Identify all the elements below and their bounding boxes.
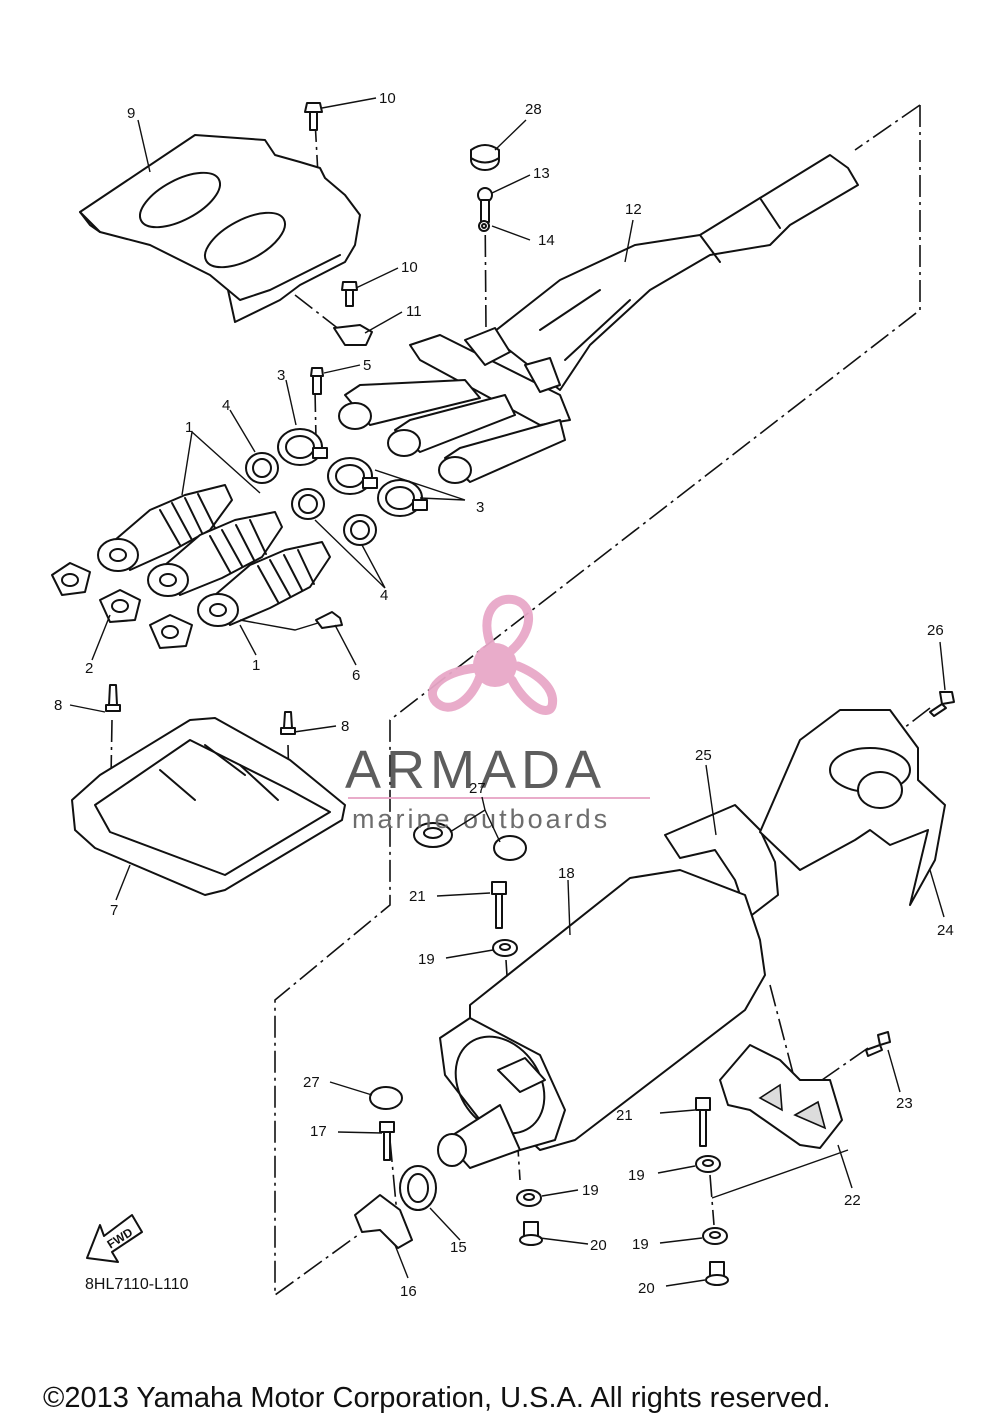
muffler-part-18 (437, 869, 766, 1169)
callout-14: 14 (538, 232, 555, 249)
callout-10: 10 (401, 259, 418, 276)
fwd-arrow-icon: FWD (86, 1214, 143, 1263)
callout-27: 27 (469, 780, 486, 797)
callout-4: 4 (380, 587, 388, 604)
callout-21: 21 (409, 888, 426, 905)
callout-1: 1 (252, 657, 260, 674)
propeller-logo-icon (428, 594, 558, 715)
bolts (304, 102, 955, 1057)
callout-8: 8 (341, 718, 349, 735)
callout-27: 27 (303, 1074, 320, 1091)
callout-9: 9 (127, 105, 135, 122)
callout-3: 3 (476, 499, 484, 516)
bracket-part-22 (719, 1044, 843, 1149)
callout-21: 21 (616, 1107, 633, 1124)
callout-3: 3 (277, 367, 285, 384)
bracket-part-11 (333, 324, 373, 346)
drawing-code: 8HL7110-L110 (85, 1276, 189, 1293)
rings-part-4 (245, 452, 377, 546)
callout-18: 18 (558, 865, 575, 882)
leader-lines (69, 97, 946, 1287)
callout-22: 22 (844, 1192, 861, 1209)
callout-16: 16 (400, 1283, 417, 1300)
copyright-notice: ©2013 Yamaha Motor Corporation, U.S.A. A… (43, 1382, 831, 1414)
callout-8: 8 (54, 697, 62, 714)
callout-19: 19 (582, 1182, 599, 1199)
watermark-subtitle: marine outboards (352, 804, 610, 834)
callout-17: 17 (310, 1123, 327, 1140)
callout-19: 19 (632, 1236, 649, 1253)
sleeve-part-15 (399, 1165, 437, 1211)
callout-15: 15 (450, 1239, 467, 1256)
callout-13: 13 (533, 165, 550, 182)
callout-11: 11 (406, 303, 422, 320)
callout-23: 23 (896, 1095, 913, 1112)
callout-19: 19 (418, 951, 435, 968)
callout-26: 26 (927, 622, 944, 639)
callout-1: 1 (185, 419, 193, 436)
exhaust-manifold-part-12 (338, 154, 859, 484)
propeller-hub (473, 643, 517, 687)
watermark-title: ARMADA (345, 740, 606, 800)
grommet-part-27 (369, 822, 527, 1110)
rivets-part-8 (105, 684, 296, 735)
upper-heat-shield-part-9 (79, 134, 361, 323)
long-bolts (379, 881, 711, 1161)
callout-28: 28 (525, 101, 542, 118)
bracket-part-16 (354, 1194, 413, 1249)
gaskets-part-2 (51, 562, 193, 649)
callout-12: 12 (625, 201, 642, 218)
bellows-pipes-part-1 (97, 484, 331, 627)
cap-part-28 (470, 144, 500, 171)
callout-6: 6 (352, 667, 360, 684)
lower-heat-shield-part-7 (71, 717, 346, 896)
callout-2: 2 (85, 660, 93, 677)
callout-20: 20 (590, 1237, 607, 1254)
callout-numbers: 1 1 2 3 3 4 4 5 6 7 8 8 9 10 10 11 12 13… (54, 90, 954, 1300)
muffler-cover-part-24 (759, 709, 946, 906)
callout-7: 7 (110, 902, 118, 919)
callout-4: 4 (222, 397, 230, 414)
callout-20: 20 (638, 1280, 655, 1297)
callout-19: 19 (628, 1167, 645, 1184)
collars-part-20 (519, 1221, 729, 1286)
callout-25: 25 (695, 747, 712, 764)
washers-part-19 (492, 939, 728, 1245)
callout-24: 24 (937, 922, 954, 939)
band-part-25 (664, 804, 779, 919)
armada-watermark: ARMADA marine outboards (345, 594, 650, 834)
clamps-part-3 (277, 428, 428, 517)
callout-5: 5 (363, 357, 371, 374)
callout-10: 10 (379, 90, 396, 107)
